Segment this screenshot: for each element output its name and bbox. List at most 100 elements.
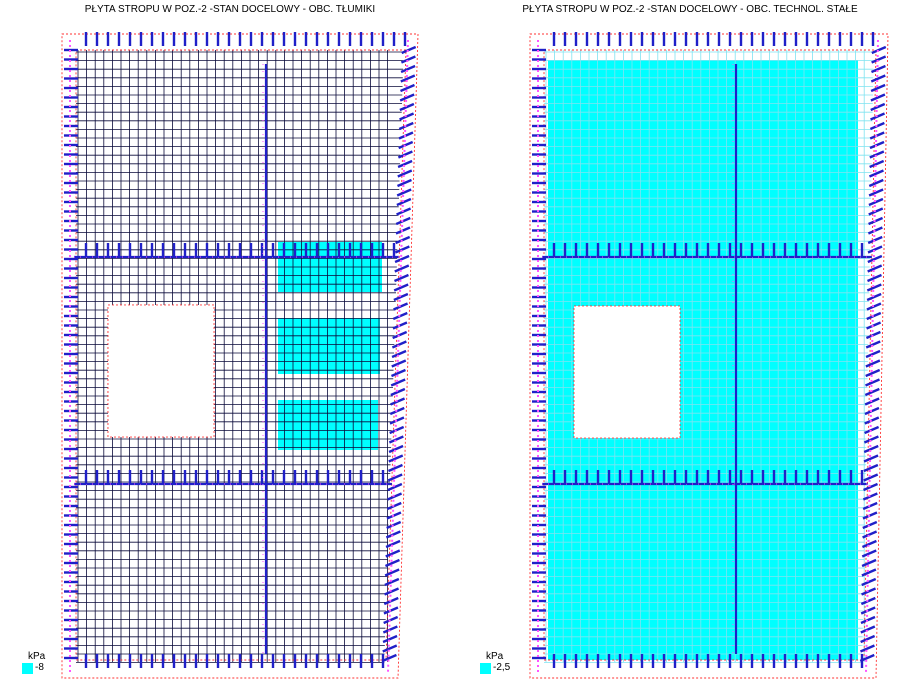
support-tick — [859, 644, 875, 653]
support-tick — [867, 254, 883, 264]
legend-swatch — [22, 663, 33, 674]
support-tick — [390, 368, 406, 378]
support-tick — [384, 558, 400, 568]
support-tick — [868, 178, 884, 188]
support-tick — [387, 463, 403, 473]
support-tick — [863, 463, 879, 473]
support-tick — [869, 159, 885, 169]
support-tick — [860, 634, 876, 644]
support-tick — [394, 264, 410, 273]
support-tick — [863, 454, 879, 463]
support-tick — [382, 634, 398, 644]
slab-diagram-tlumiki — [61, 32, 419, 679]
support-tick — [397, 169, 413, 178]
support-tick — [382, 644, 398, 653]
support-tick — [865, 368, 881, 378]
support-tick — [384, 568, 400, 577]
support-tick — [400, 83, 415, 93]
support-tick — [391, 349, 407, 359]
support-tick — [387, 473, 403, 482]
support-tick — [867, 264, 883, 273]
support-tick — [861, 549, 877, 558]
support-tick — [870, 64, 886, 74]
legend-unit: kPa — [28, 651, 46, 662]
support-tick — [382, 625, 398, 634]
support-tick — [399, 93, 415, 102]
support-tick — [393, 283, 409, 292]
support-tick — [861, 577, 877, 587]
support-tick — [861, 568, 877, 577]
support-tick — [388, 454, 404, 463]
panel-tlumiki: PŁYTA STROPU W POZ.-2 -STAN DOCELOWY - O… — [22, 4, 419, 679]
edge-nodes — [865, 39, 879, 673]
support-tick — [391, 359, 407, 368]
slab-outline — [61, 33, 419, 679]
support-tick — [397, 178, 412, 188]
legend-value: -2,5 — [493, 662, 511, 673]
support-tick — [859, 653, 875, 663]
legend-swatch — [480, 663, 491, 674]
support-tick — [868, 169, 884, 178]
support-tick — [863, 473, 879, 482]
support-tick — [860, 625, 876, 634]
support-tick — [871, 55, 887, 64]
support-tick — [867, 273, 882, 283]
support-tick — [865, 359, 881, 368]
support-tick — [394, 254, 410, 264]
support-tick — [867, 245, 883, 254]
support-tick — [863, 444, 879, 454]
support-tick — [397, 159, 413, 169]
support-tick — [381, 653, 397, 663]
support-tick — [385, 530, 401, 539]
slab-opening — [107, 304, 215, 438]
support-tick — [865, 349, 881, 359]
support-tick — [870, 74, 886, 83]
support-tick — [400, 55, 416, 64]
support-tick — [387, 482, 403, 492]
support-tick — [393, 292, 409, 302]
support-tick — [391, 340, 407, 349]
support-tick — [863, 435, 879, 444]
legend-unit: kPa — [486, 651, 504, 662]
support-tick — [865, 378, 880, 387]
support-tick — [394, 245, 410, 254]
support-tick — [390, 387, 406, 397]
slab-opening — [573, 305, 681, 439]
support-tick — [870, 93, 886, 102]
support-tick — [388, 444, 404, 454]
support-tick — [396, 197, 412, 207]
support-tick — [388, 435, 404, 444]
support-tick — [868, 197, 884, 207]
legend-value: -8 — [35, 662, 44, 673]
support-tick — [869, 150, 885, 159]
support-tick — [870, 83, 886, 93]
support-tick — [400, 64, 416, 74]
support-tick — [861, 558, 877, 568]
panel-title: PŁYTA STROPU W POZ.-2 -STAN DOCELOWY - O… — [84, 4, 376, 15]
support-tick — [863, 482, 878, 492]
support-tick — [384, 577, 400, 587]
slab-diagram-technol — [529, 32, 889, 679]
support-tick — [866, 283, 882, 292]
support-tick — [866, 292, 882, 302]
panel-technol: PŁYTA STROPU W POZ.-2 -STAN DOCELOWY - O… — [460, 0, 920, 688]
support-tick — [862, 530, 878, 539]
support-tick — [400, 74, 416, 83]
support-tick — [865, 340, 881, 349]
slab-inner-outline — [543, 49, 877, 661]
load-area — [278, 400, 378, 450]
support-tick — [868, 188, 884, 197]
support-tick — [390, 378, 406, 387]
support-tick — [393, 273, 409, 283]
support-tick — [385, 539, 401, 549]
support-tick — [399, 102, 415, 112]
support-tick — [396, 188, 412, 197]
panel-title: PŁYTA STROPU W POZ.-2 -STAN DOCELOWY - O… — [522, 4, 858, 15]
support-tick — [869, 140, 885, 150]
support-tick — [864, 387, 880, 397]
support-tick — [861, 539, 877, 549]
support-tick — [401, 45, 417, 55]
edge-nodes — [387, 39, 409, 673]
support-tick — [397, 150, 413, 159]
support-tick — [385, 549, 401, 558]
